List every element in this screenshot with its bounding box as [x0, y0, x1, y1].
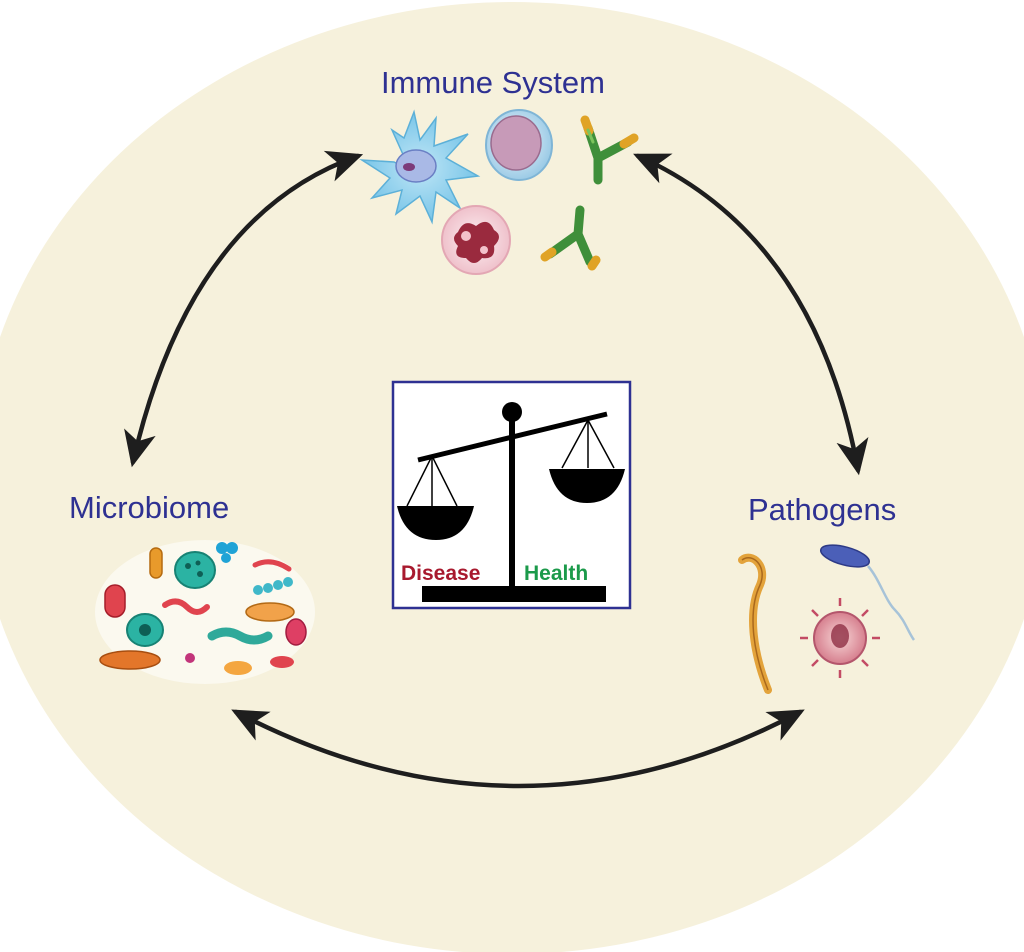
pathogens-illustration [738, 544, 916, 694]
bacterium-icon [174, 551, 216, 589]
bacterium-icon [819, 544, 916, 641]
arrow-microbiome-pathogens [231, 709, 805, 789]
bacterium-icon [285, 618, 307, 646]
arrow-immune-microbiome [124, 150, 364, 468]
bacterium-icon [252, 559, 292, 572]
arrows [124, 150, 869, 789]
worm-icon-outline [741, 557, 769, 691]
bacterium-icon [104, 584, 126, 618]
health-label: Health [524, 562, 589, 585]
microbiome-illustration [95, 540, 315, 684]
bacterium-icon [185, 653, 195, 663]
bacterium-icon [99, 650, 161, 670]
bacterium-icon [162, 598, 210, 615]
bacterium-icon [253, 577, 293, 595]
bacterium-icon [126, 613, 164, 647]
bacterium-icon [224, 661, 252, 675]
dendritic-cell-icon [359, 109, 481, 225]
virus-icon [800, 598, 880, 678]
balance-scale-icon [391, 380, 632, 610]
pathogens-label: Pathogens [748, 492, 897, 527]
bacterium-icon [207, 627, 273, 645]
bacterium-icon [149, 547, 163, 579]
neutrophil-icon [441, 205, 511, 275]
bacterium-icon [245, 602, 295, 622]
immune-system-label: Immune System [381, 65, 605, 100]
antibody-icon [580, 115, 639, 185]
immune-cells-illustration [359, 109, 639, 275]
lymphocyte-icon [485, 109, 553, 181]
microbiome-label: Microbiome [69, 490, 230, 525]
bacterium-icon [216, 542, 238, 563]
antibody-icon [540, 205, 601, 271]
bacterium-icon [270, 656, 294, 668]
disease-label: Disease [401, 562, 481, 585]
arrow-immune-pathogens [633, 153, 869, 476]
